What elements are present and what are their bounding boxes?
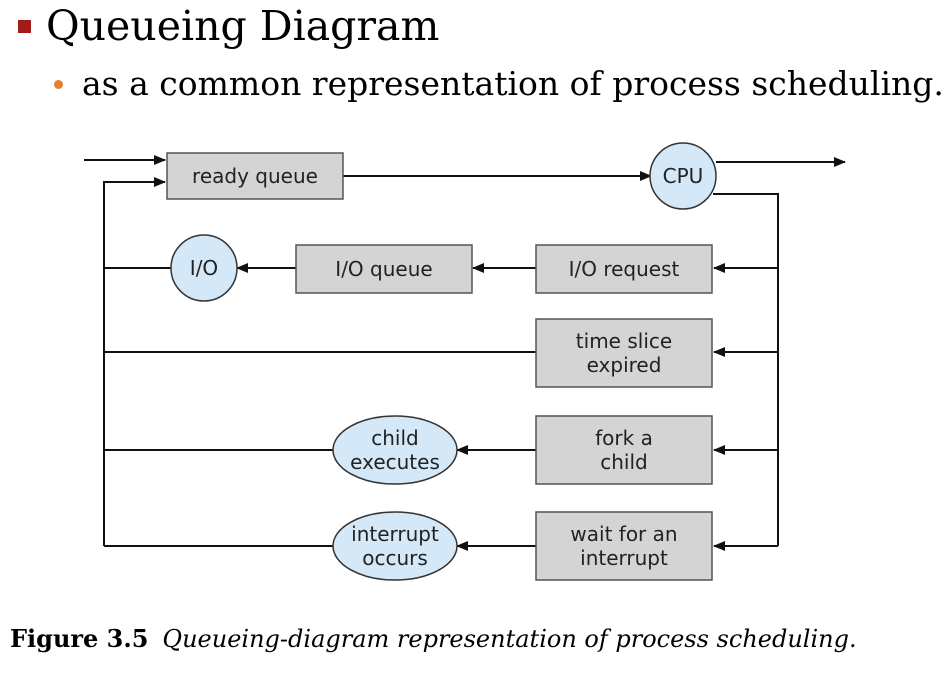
child-executes-node: child executes [332,415,458,485]
subtitle-bullet [54,80,63,89]
fork-child-box: fork a child [535,415,713,485]
page-title: Queueing Diagram [46,2,440,50]
io-queue-label: I/O queue [335,257,432,281]
time-slice-box: time slice expired [535,318,713,388]
cpu-down-line [713,193,779,546]
fork-child-label-line1: fork a [595,426,653,450]
figure-number: Figure 3.5 [10,624,149,653]
page-subtitle: as a common representation of process sc… [82,64,944,103]
interrupt-occurs-label-line1: interrupt [351,522,439,546]
caption-text: Queueing-diagram representation of proce… [162,625,857,653]
wait-interrupt-label-line2: interrupt [580,546,668,570]
io-request-label: I/O request [569,257,680,281]
figure-caption: Figure 3.5 Queueing-diagram representatio… [10,624,857,653]
time-slice-label-line1: time slice [576,329,672,353]
connector-lines [84,155,846,551]
title-bullet [18,20,31,33]
wait-interrupt-box: wait for an interrupt [535,511,713,581]
time-slice-label-line2: expired [587,353,662,377]
cpu-label: CPU [663,164,704,188]
wait-interrupt-label-line1: wait for an [570,522,677,546]
io-request-box: I/O request [535,244,713,294]
fork-child-label-line2: child [600,450,647,474]
io-queue-box: I/O queue [295,244,473,294]
cpu-node: CPU [649,142,717,210]
child-executes-label-line2: executes [350,450,440,474]
io-node: I/O [170,234,238,302]
ready-queue-label: ready queue [192,164,318,188]
interrupt-occurs-label-line2: occurs [362,546,428,570]
child-executes-label-line1: child [371,426,418,450]
io-label: I/O [190,256,218,280]
ready-queue-box: ready queue [166,152,344,200]
return-arrow [103,177,166,546]
interrupt-occurs-node: interrupt occurs [332,511,458,581]
